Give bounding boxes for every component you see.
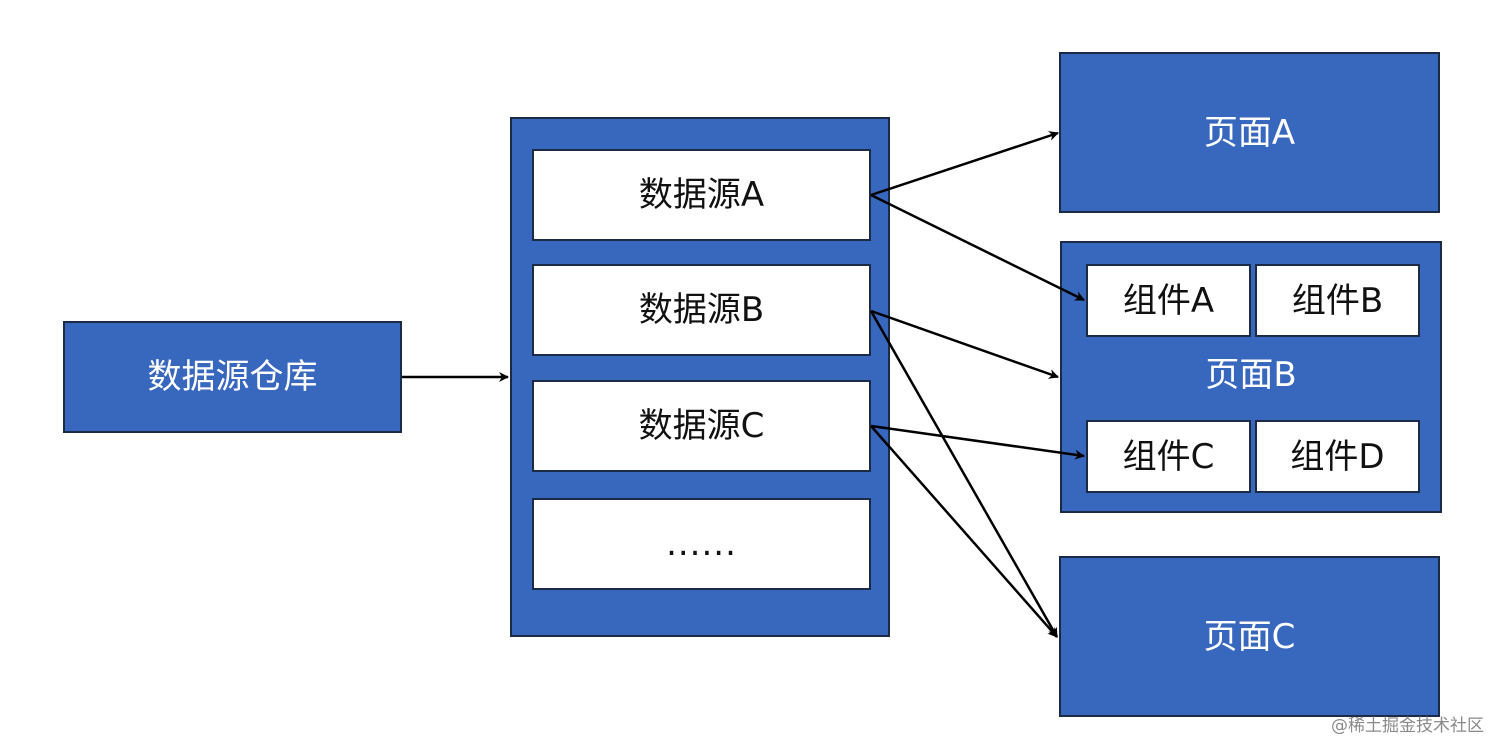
component-d-box: 组件D [1255, 420, 1420, 493]
component-a-box: 组件A [1086, 264, 1251, 337]
page-c-label: 页面C [1203, 616, 1296, 657]
data-source-a-box: 数据源A [532, 149, 871, 241]
component-b-box: 组件B [1255, 264, 1420, 337]
watermark-text: @稀土掘金技术社区 [1331, 716, 1484, 736]
page-c-box: 页面C [1059, 556, 1440, 717]
component-d-label: 组件D [1290, 436, 1385, 477]
arrow-source-b-to-page-c [869, 310, 1059, 638]
arrow-source-b-to-page-b [870, 309, 1059, 379]
data-source-c-box: 数据源C [532, 380, 871, 472]
data-source-a-label: 数据源A [638, 175, 765, 215]
page-a-label: 页面A [1203, 112, 1296, 153]
component-c-box: 组件C [1086, 420, 1251, 493]
arrow-source-c-to-component-c [870, 424, 1085, 460]
data-source-b-box: 数据源B [532, 264, 871, 356]
warehouse-label: 数据源仓库 [147, 357, 318, 397]
data-source-warehouse-box: 数据源仓库 [63, 321, 402, 433]
data-source-c-label: 数据源C [638, 406, 765, 446]
page-a-box: 页面A [1059, 52, 1440, 213]
data-source-more-label: ...... [666, 524, 737, 564]
page-b-label: 页面B [1205, 355, 1297, 395]
arrow-source-a-to-page-a [870, 131, 1059, 197]
arrow-source-a-to-component-a [870, 193, 1085, 302]
component-b-label: 组件B [1291, 280, 1384, 321]
component-a-label: 组件A [1122, 280, 1215, 321]
data-source-more-box: ...... [532, 498, 871, 590]
component-c-label: 组件C [1122, 436, 1215, 477]
arrow-source-c-to-page-c [870, 425, 1058, 638]
data-source-b-label: 数据源B [638, 290, 765, 330]
